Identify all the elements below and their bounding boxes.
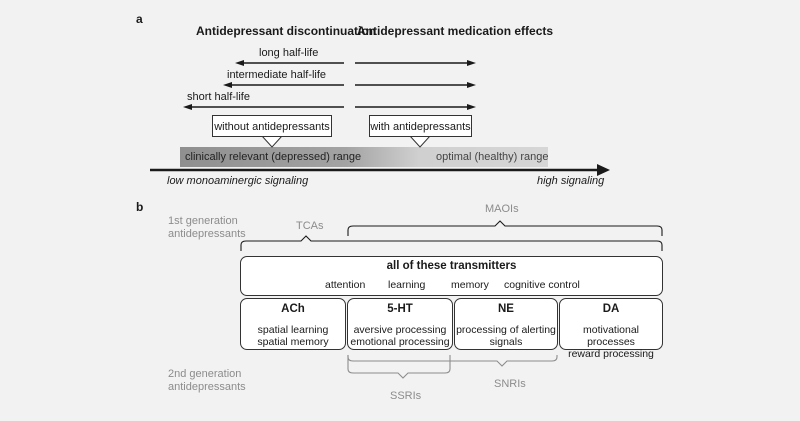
transmitter-desc-ach-2: spatial memory — [257, 336, 329, 348]
axis-low-label: low monoaminergic signaling — [167, 175, 309, 187]
transmitter-box-5ht: 5-HT aversive processing emotional proce… — [347, 298, 453, 350]
discontinuation-header: Antidepressant discontinuation — [196, 24, 377, 38]
transmitter-name-da: DA — [602, 303, 620, 315]
intermediate-half-life-arrowhead — [223, 82, 232, 88]
function-memory: memory — [451, 279, 489, 291]
function-learning: learning — [388, 279, 426, 291]
ssris-label: SSRIs — [390, 390, 422, 402]
medication-effect-arrows — [355, 60, 476, 110]
transmitter-desc-ne-1: processing of alerting — [456, 324, 556, 336]
first-generation-label: 1st generation antidepressants — [168, 215, 246, 241]
transmitter-box-da: DA motivational processes reward process… — [559, 298, 663, 360]
short-half-life-label: short half-life — [187, 91, 250, 103]
transmitter-desc-ne-2: signals — [489, 336, 523, 348]
medication-effects-header: Antidepressant medication effects — [357, 24, 554, 38]
snris-bracket — [347, 355, 558, 367]
transmitter-desc-da-1: motivational processes — [582, 324, 640, 348]
depressed-range-label: clinically relevant (depressed) range — [185, 151, 362, 163]
transmitter-name-ne: NE — [498, 303, 514, 315]
snris-label: SNRIs — [494, 378, 526, 390]
second-generation-line1: 2nd generation — [168, 368, 242, 380]
healthy-range-label: optimal (healthy) range — [436, 151, 549, 163]
second-generation-label: 2nd generation antidepressants — [168, 368, 246, 394]
signaling-axis-arrowhead — [597, 164, 610, 176]
transmitter-box-ach: ACh spatial learning spatial memory — [240, 298, 346, 350]
half-life-arrows — [183, 60, 344, 110]
ssris-bracket — [347, 355, 451, 379]
panel-b-label: b — [136, 200, 144, 214]
maois-bracket — [347, 220, 663, 236]
maois-label: MAOIs — [485, 203, 519, 215]
transmitter-desc-5ht-1: aversive processing — [353, 324, 447, 336]
first-generation-line1: 1st generation — [168, 215, 238, 227]
first-generation-line2: antidepressants — [168, 228, 246, 240]
effect-arrowhead-2 — [467, 82, 476, 88]
long-half-life-arrowhead — [235, 60, 244, 66]
callout-with-antidepressants: with antidepressants — [369, 115, 472, 137]
intermediate-half-life-label: intermediate half-life — [227, 69, 327, 81]
transmitter-desc-5ht-2: emotional processing — [350, 336, 450, 348]
second-generation-line2: antidepressants — [168, 381, 246, 393]
signaling-range-band — [180, 147, 548, 167]
transmitter-desc-da-2: reward processing — [568, 348, 654, 360]
transmitter-desc-ach-1: spatial learning — [257, 324, 329, 336]
short-half-life-arrowhead — [183, 104, 192, 110]
axis-high-label: high signaling — [537, 175, 605, 187]
transmitter-box-ne: NE processing of alerting signals — [454, 298, 558, 350]
transmitter-name-ach: ACh — [281, 303, 305, 315]
tcas-bracket — [240, 235, 663, 251]
long-half-life-label: long half-life — [259, 47, 319, 59]
tcas-label: TCAs — [296, 220, 324, 232]
function-cognitive-control: cognitive control — [504, 279, 580, 291]
transmitter-name-5ht: 5-HT — [387, 303, 413, 315]
function-attention: attention — [325, 279, 366, 291]
all-transmitters-title: all of these transmitters — [386, 260, 517, 272]
panel-a-label: a — [136, 12, 143, 26]
effect-arrowhead-1 — [467, 60, 476, 66]
all-transmitters-box: all of these transmitters attention lear… — [240, 256, 663, 296]
effect-arrowhead-3 — [467, 104, 476, 110]
callout-without-antidepressants: without antidepressants — [212, 115, 332, 137]
